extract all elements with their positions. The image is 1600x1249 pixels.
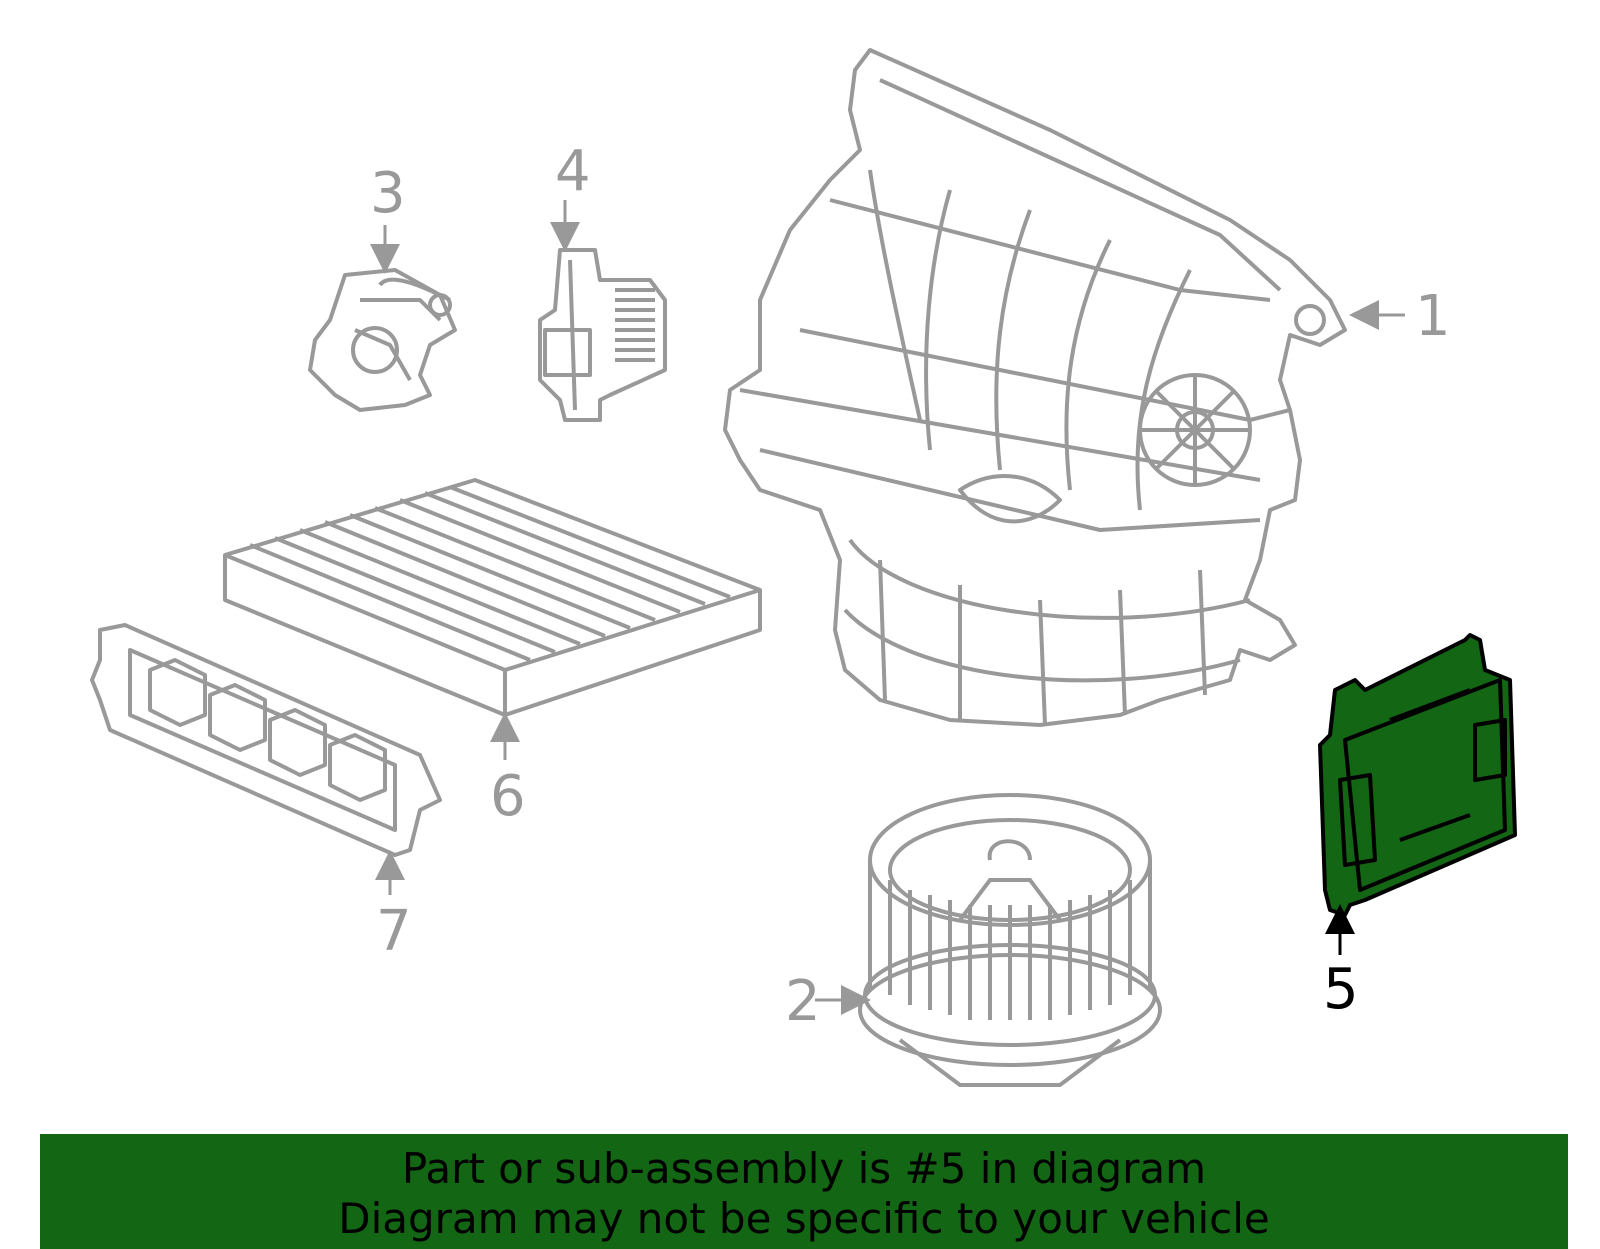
callout-1: 1	[1415, 284, 1451, 349]
callout-labels: 1 2 3 4 5 6 7	[370, 139, 1451, 1034]
callout-5: 5	[1323, 957, 1359, 1022]
actuator-part	[308, 268, 457, 412]
footer-line-1: Part or sub-assembly is #5 in diagram	[401, 1144, 1207, 1193]
cabin-filter-part	[223, 478, 762, 717]
callout-6: 6	[490, 764, 526, 829]
control-module-part[interactable]	[1318, 633, 1517, 917]
callout-3: 3	[370, 161, 406, 226]
filter-cover-part	[90, 623, 442, 857]
blower-housing-part	[723, 48, 1347, 727]
footer-line-2: Diagram may not be specific to your vehi…	[338, 1194, 1270, 1243]
blower-motor-part	[858, 793, 1162, 1087]
footer-banner: Part or sub-assembly is #5 in diagram Di…	[40, 1134, 1568, 1249]
callout-2: 2	[785, 969, 821, 1034]
leader-arrows	[370, 200, 1405, 1015]
callout-7: 7	[376, 899, 412, 964]
callout-4: 4	[555, 139, 591, 204]
resistor-part	[538, 248, 667, 422]
